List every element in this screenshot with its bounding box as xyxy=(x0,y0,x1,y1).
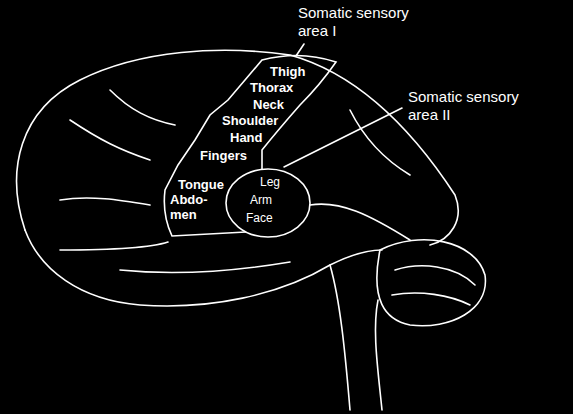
body-part-label: Shoulder xyxy=(222,113,278,128)
sulcus-line xyxy=(120,262,290,272)
leader-line xyxy=(296,44,304,56)
leader-line xyxy=(284,108,402,167)
area-label: Somatic sensory area I xyxy=(298,4,423,40)
somatic-area-two: LegArmFace xyxy=(222,165,314,241)
lateral-fissure xyxy=(310,204,410,240)
region-outline xyxy=(226,169,310,237)
region-outline xyxy=(164,55,336,236)
body-part-label: Abdo- men xyxy=(170,192,212,222)
sulcus-line xyxy=(110,90,175,125)
cerebrum-outline xyxy=(17,50,459,245)
body-part-label: Thorax xyxy=(250,80,293,95)
cerebellum-fold xyxy=(392,293,470,305)
body-part-label: Fingers xyxy=(200,148,247,163)
cerebellum-fold xyxy=(395,266,475,285)
temporal-lobe-outline xyxy=(25,230,382,306)
cerebellum-outline xyxy=(377,240,486,326)
body-part-label: Face xyxy=(246,211,273,226)
body-part-label: Tongue xyxy=(178,177,224,192)
body-part-label: Arm xyxy=(250,193,272,208)
sulcus-line xyxy=(60,198,150,205)
brainstem-outline xyxy=(375,300,382,410)
lateral-fissure xyxy=(60,242,168,250)
area-label: Somatic sensory area II xyxy=(408,88,548,124)
brainstem-outline xyxy=(330,265,350,410)
body-part-label: Hand xyxy=(230,130,263,145)
sulcus-line xyxy=(70,120,150,160)
body-part-label: Thigh xyxy=(270,64,305,79)
body-part-label: Leg xyxy=(260,175,280,190)
body-part-label: Neck xyxy=(253,97,284,112)
